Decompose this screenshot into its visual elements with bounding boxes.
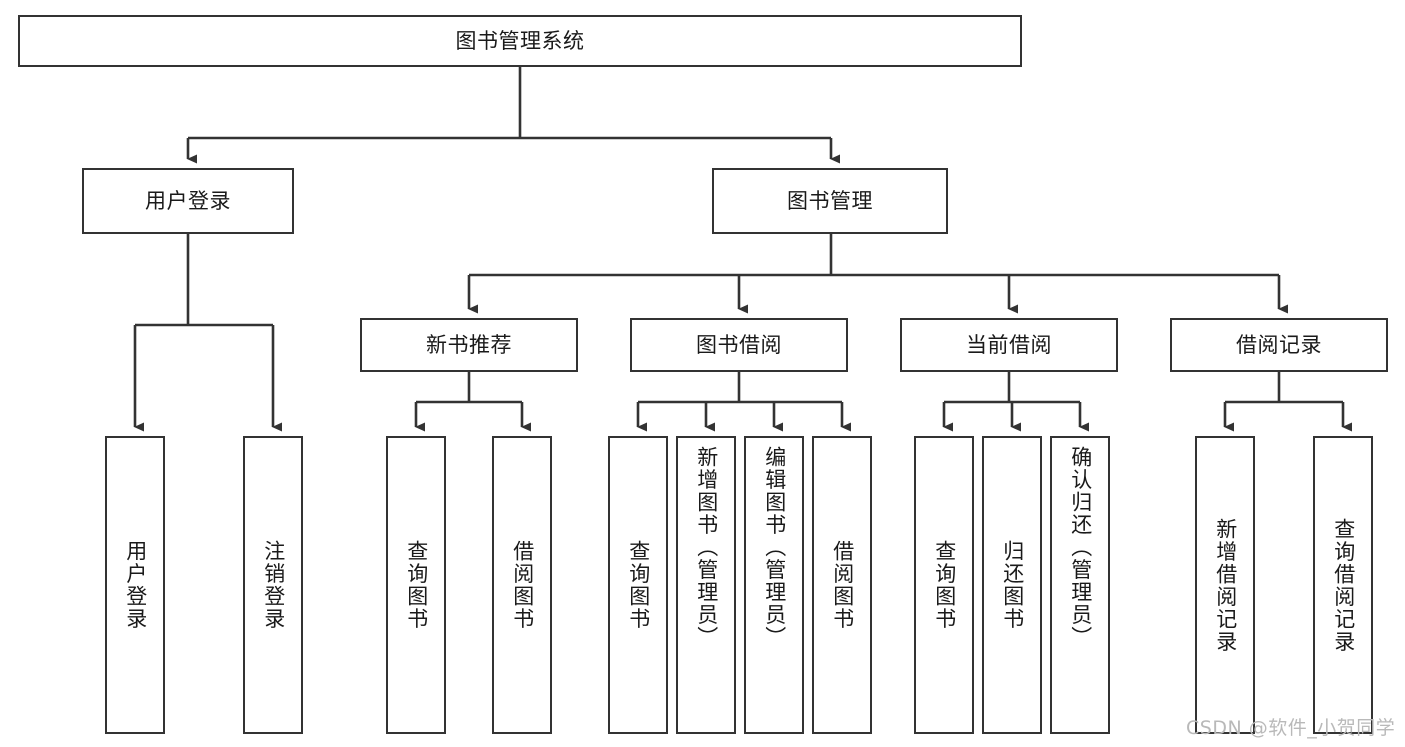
node-book-borrow[interactable]: 图书借阅 (630, 318, 848, 372)
node-new-book-rec[interactable]: 新书推荐 (360, 318, 578, 372)
node-leaf-borrow-book-2[interactable]: 借阅图书 (812, 436, 872, 734)
node-user-login[interactable]: 用户登录 (82, 168, 294, 234)
node-book-borrow-label: 图书借阅 (696, 332, 782, 357)
node-root-label: 图书管理系统 (455, 28, 585, 53)
node-leaf-confirm-return[interactable]: 确认归还（管理员） (1050, 436, 1110, 734)
node-leaf-query-record-label: 查询借阅记录 (1331, 517, 1356, 653)
watermark: CSDN @软件_小贺同学 (1186, 717, 1396, 739)
node-root[interactable]: 图书管理系统 (18, 15, 1022, 67)
node-leaf-add-book-label: 新增图书（管理员） (694, 446, 719, 649)
node-borrow-record-label: 借阅记录 (1236, 332, 1322, 357)
node-leaf-logout[interactable]: 注销登录 (243, 436, 303, 734)
node-book-manage-label: 图书管理 (787, 188, 873, 213)
node-leaf-edit-book-label: 编辑图书（管理员） (762, 446, 787, 649)
node-current-borrow[interactable]: 当前借阅 (900, 318, 1118, 372)
node-leaf-edit-book[interactable]: 编辑图书（管理员） (744, 436, 804, 734)
node-leaf-query-book-3-label: 查询图书 (932, 540, 957, 630)
node-book-manage[interactable]: 图书管理 (712, 168, 948, 234)
node-leaf-borrow-book-1-label: 借阅图书 (510, 540, 535, 630)
node-leaf-logout-label: 注销登录 (261, 540, 286, 630)
node-leaf-query-book-1[interactable]: 查询图书 (386, 436, 446, 734)
node-leaf-confirm-return-label: 确认归还（管理员） (1068, 446, 1093, 649)
node-leaf-query-book-2-label: 查询图书 (626, 540, 651, 630)
node-borrow-record[interactable]: 借阅记录 (1170, 318, 1388, 372)
node-leaf-user-login[interactable]: 用户登录 (105, 436, 165, 734)
node-leaf-add-book[interactable]: 新增图书（管理员） (676, 436, 736, 734)
node-user-login-label: 用户登录 (145, 188, 231, 213)
node-leaf-query-book-1-label: 查询图书 (404, 540, 429, 630)
node-leaf-query-book-3[interactable]: 查询图书 (914, 436, 974, 734)
node-current-borrow-label: 当前借阅 (966, 332, 1052, 357)
node-new-book-rec-label: 新书推荐 (426, 332, 512, 357)
node-leaf-user-login-label: 用户登录 (123, 540, 148, 630)
node-leaf-return-book-label: 归还图书 (1000, 540, 1025, 630)
node-leaf-query-book-2[interactable]: 查询图书 (608, 436, 668, 734)
node-leaf-return-book[interactable]: 归还图书 (982, 436, 1042, 734)
node-leaf-borrow-book-1[interactable]: 借阅图书 (492, 436, 552, 734)
node-leaf-add-record[interactable]: 新增借阅记录 (1195, 436, 1255, 734)
node-leaf-borrow-book-2-label: 借阅图书 (830, 540, 855, 630)
node-leaf-add-record-label: 新增借阅记录 (1213, 517, 1238, 653)
node-leaf-query-record[interactable]: 查询借阅记录 (1313, 436, 1373, 734)
